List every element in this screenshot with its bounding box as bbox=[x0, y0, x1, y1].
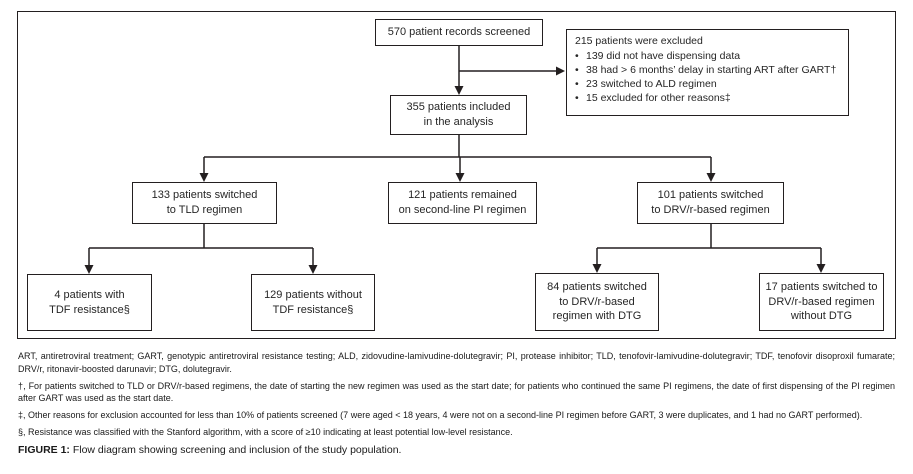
box-drvr-without-dtg: 17 patients switched to DRV/r-based regi… bbox=[759, 273, 884, 331]
excluded-reason-item: • 38 had > 6 months’ delay in starting A… bbox=[575, 64, 840, 78]
footnote-dagger: †, For patients switched to TLD or DRV/r… bbox=[18, 380, 895, 404]
excluded-reason-item: • 15 excluded for other reasons‡ bbox=[575, 92, 840, 106]
bullet-icon: • bbox=[575, 63, 579, 76]
footnote-double-dagger: ‡, Other reasons for exclusion accounted… bbox=[18, 410, 863, 420]
excluded-reason-item: • 139 did not have dispensing data bbox=[575, 50, 840, 64]
excluded-title: 215 patients were excluded bbox=[575, 35, 703, 47]
figure-footnotes: ART, antiretroviral treatment; GART, gen… bbox=[18, 350, 895, 443]
bullet-icon: • bbox=[575, 77, 579, 90]
excluded-reason-text: 38 had > 6 months’ delay in starting ART… bbox=[586, 63, 837, 76]
box-switched-drvr: 101 patients switched to DRV/r-based reg… bbox=[637, 182, 784, 224]
bullet-icon: • bbox=[575, 49, 579, 62]
footnote-section: §, Resistance was classified with the St… bbox=[18, 427, 513, 437]
arrowhead-down-drvr bbox=[706, 173, 716, 182]
excluded-reason-item: • 23 switched to ALD regimen bbox=[575, 78, 840, 92]
box-patients-excluded: 215 patients were excluded • 139 did not… bbox=[566, 29, 849, 116]
box-tdf-resistance: 4 patients with TDF resistance§ bbox=[27, 274, 152, 331]
figure-caption-label: FIGURE 1: bbox=[18, 444, 70, 456]
figure-caption: FIGURE 1: Flow diagram showing screening… bbox=[18, 444, 895, 456]
arrowhead-down-pi bbox=[455, 173, 465, 182]
box-records-screened: 570 patient records screened bbox=[375, 19, 543, 46]
arrowhead-right-excluded bbox=[556, 66, 565, 76]
box-patients-included: 355 patients included in the analysis bbox=[390, 95, 527, 135]
figure-caption-text: Flow diagram showing screening and inclu… bbox=[69, 444, 402, 456]
excluded-reason-list: • 139 did not have dispensing data • 38 … bbox=[575, 50, 840, 106]
excluded-reason-text: 139 did not have dispensing data bbox=[586, 49, 741, 62]
box-drvr-with-dtg: 84 patients switched to DRV/r-based regi… bbox=[535, 273, 659, 331]
box-switched-tld: 133 patients switched to TLD regimen bbox=[132, 182, 277, 224]
arrowhead-down-dtg-with bbox=[592, 264, 602, 273]
arrowhead-down-included bbox=[454, 86, 464, 95]
arrowhead-down-tdf-resistance bbox=[84, 265, 94, 274]
arrowhead-down-tld bbox=[199, 173, 209, 182]
footnote-abbreviations: ART, antiretroviral treatment; GART, gen… bbox=[18, 351, 895, 374]
excluded-reason-text: 23 switched to ALD regimen bbox=[586, 77, 717, 90]
box-remained-pi: 121 patients remained on second-line PI … bbox=[388, 182, 537, 224]
bullet-icon: • bbox=[575, 91, 579, 104]
arrowhead-down-dtg-without bbox=[816, 264, 826, 273]
arrowhead-down-tdf-no-resistance bbox=[308, 265, 318, 274]
excluded-reason-text: 15 excluded for other reasons‡ bbox=[586, 91, 731, 104]
box-tdf-no-resistance: 129 patients without TDF resistance§ bbox=[251, 274, 375, 331]
